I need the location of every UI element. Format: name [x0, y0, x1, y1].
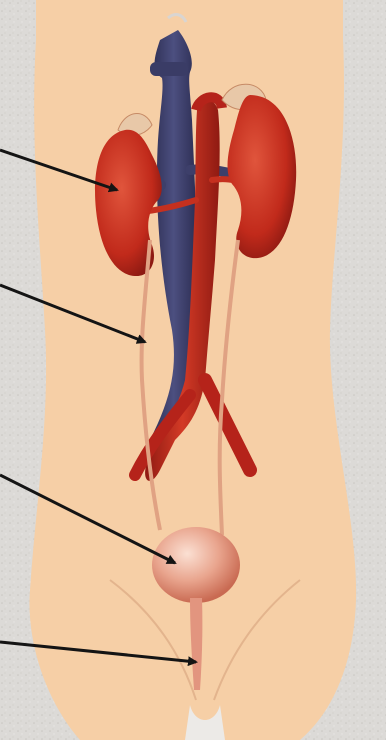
- urinary-bladder: [152, 527, 240, 603]
- vena-cava-cap: [150, 62, 188, 76]
